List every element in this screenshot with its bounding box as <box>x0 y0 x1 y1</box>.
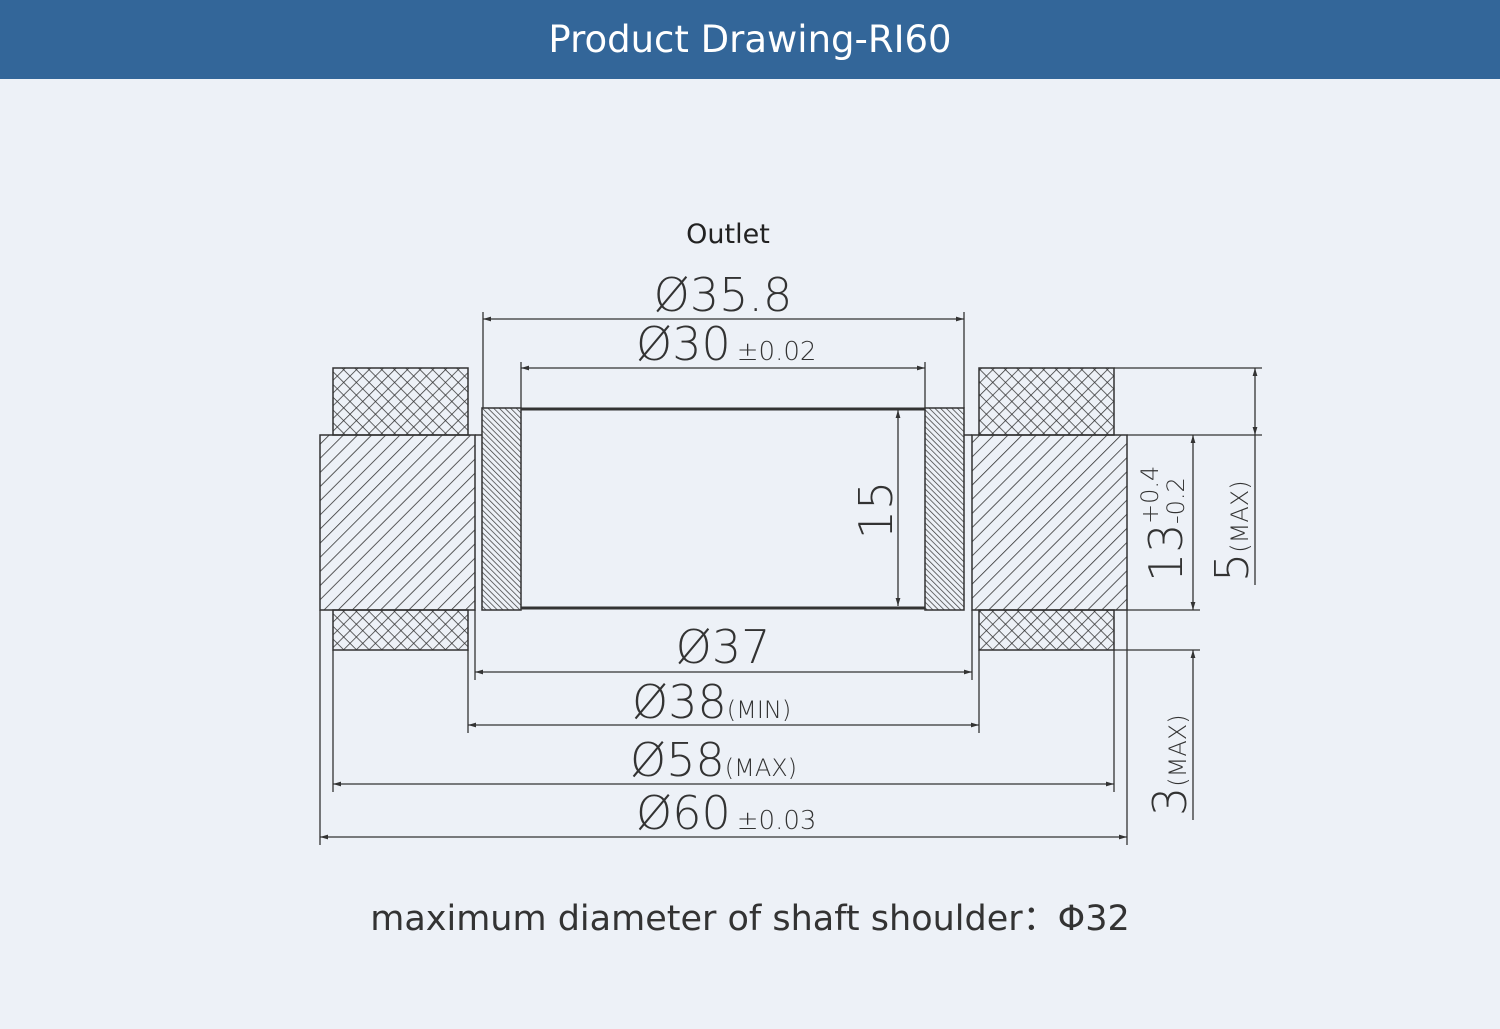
dim-30-tol: ±0.02 <box>737 337 817 367</box>
dim-30-group: Ø30±0.02 <box>636 317 816 371</box>
dim-30: Ø30 <box>636 317 731 371</box>
right-lower-seal <box>978 609 1115 651</box>
left-upper-seal <box>332 367 469 436</box>
left-lower-seal <box>332 609 469 651</box>
dim-3-note: (MAX) <box>1164 714 1192 786</box>
right-outer-ring <box>971 434 1128 611</box>
page-title: Product Drawing-RI60 <box>548 18 952 61</box>
dim-60: Ø60 <box>636 786 731 840</box>
right-inner-ring <box>924 407 965 611</box>
dimension-lines <box>319 312 1262 845</box>
bearing-sections <box>319 367 1128 651</box>
dim-37: Ø37 <box>676 620 771 674</box>
dim-3-group: 3(MAX) <box>1143 714 1197 816</box>
dim-5-group: 5(MAX) <box>1205 480 1259 582</box>
dim-5-note: (MAX) <box>1226 480 1254 552</box>
dim-15: 15 <box>849 481 903 540</box>
dim-3: 3 <box>1143 787 1197 816</box>
right-upper-seal <box>978 367 1115 436</box>
dim-38-group: Ø38(MIN) <box>632 675 791 729</box>
dim-58-group: Ø58(MAX) <box>630 733 797 787</box>
dim-60-group: Ø60±0.03 <box>636 786 816 840</box>
outlet-label: Outlet <box>686 219 770 250</box>
dim-13-tol-plus: +0.4 <box>1136 466 1164 524</box>
dim-13: 13 <box>1139 523 1193 582</box>
dim-58: Ø58 <box>630 733 725 787</box>
dim-60-tol: ±0.03 <box>737 806 817 836</box>
dim-58-note: (MAX) <box>725 754 797 782</box>
dimension-labels: Ø35.8 Ø30±0.02 15 Ø37 Ø38(MIN) Ø58(MAX) … <box>630 268 1259 840</box>
dim-38: Ø38 <box>632 675 727 729</box>
left-outer-ring <box>319 434 476 611</box>
dim-35-8: Ø35.8 <box>654 268 793 322</box>
page-header: Product Drawing-RI60 <box>0 0 1500 79</box>
dim-38-note: (MIN) <box>727 696 791 724</box>
dim-5: 5 <box>1205 553 1259 582</box>
left-inner-ring <box>481 407 522 611</box>
shaft-shoulder-caption: maximum diameter of shaft shoulder：Φ32 <box>370 899 1130 939</box>
dim-13-tol-minus: -0.2 <box>1162 477 1190 524</box>
